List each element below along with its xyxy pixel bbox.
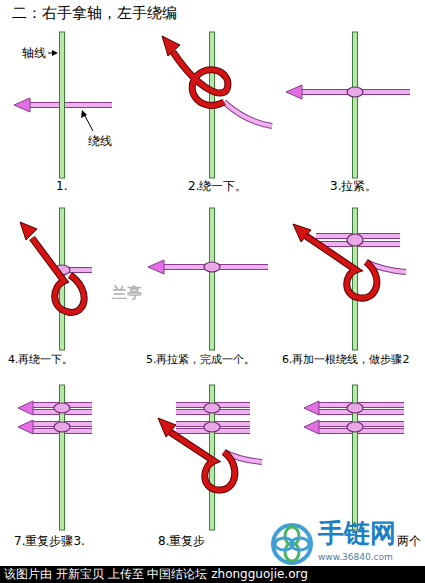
step-caption: 两个 <box>397 534 421 548</box>
panel-3 <box>286 32 410 178</box>
panel-3-stroke <box>286 85 302 99</box>
panel-1-stroke <box>60 32 65 178</box>
panel-9-stroke <box>304 401 319 415</box>
panel-2-stroke <box>224 102 272 126</box>
panel-7 <box>18 385 92 530</box>
panel-5-stroke <box>210 208 215 350</box>
panel-4-stroke <box>32 238 84 312</box>
diagram-title: 二：右手拿轴，左手绕编 <box>12 4 177 22</box>
panel-1-stroke <box>28 102 112 108</box>
panel-2-stroke <box>173 52 228 105</box>
panel-7-stroke <box>18 420 33 434</box>
step-caption: 3.拉紧。 <box>330 179 377 193</box>
step-caption: 8.重复步 <box>158 534 205 548</box>
panel-1-stroke <box>81 110 87 118</box>
panel-1-stroke <box>52 50 58 56</box>
panel-9-stroke <box>304 420 319 434</box>
watermark-logo-stroke <box>273 525 311 563</box>
panel-3-stroke <box>353 32 358 178</box>
panel-5-stroke <box>204 262 220 272</box>
panel-9-stroke <box>347 422 363 432</box>
panel-8-stroke <box>204 422 220 432</box>
panel-5-stroke <box>148 260 164 274</box>
step-caption: 2.绕一下。 <box>188 179 247 193</box>
panel-7-stroke <box>54 422 70 432</box>
panel-7-stroke <box>18 401 33 415</box>
panel-6-stroke <box>293 224 311 242</box>
panel-9-stroke <box>347 403 363 413</box>
panel-8-stroke <box>170 432 235 490</box>
watermark-logo-stroke <box>291 538 309 550</box>
part-name: 轴线 <box>22 46 46 60</box>
panel-4-stroke <box>20 222 37 240</box>
panel-1-stroke <box>14 98 30 112</box>
panel-5 <box>148 208 268 350</box>
panel-6-stroke <box>306 236 377 298</box>
step-caption: 7.重复步骤3. <box>14 534 85 548</box>
panel-2-stroke <box>224 102 272 126</box>
panel-8 <box>158 385 262 530</box>
watermark-logo <box>273 525 311 563</box>
watermark: 手链网 <box>318 518 396 549</box>
panel-1-stroke <box>84 114 93 131</box>
panel-8-stroke <box>170 432 235 490</box>
panel-2-stroke <box>162 36 180 56</box>
panel-7-stroke <box>54 403 70 413</box>
panel-2-stroke <box>173 52 228 105</box>
part-name: 绕线 <box>88 134 112 148</box>
panel-6-stroke <box>353 208 358 350</box>
panel-1-stroke <box>28 103 112 107</box>
panel-9 <box>304 385 404 530</box>
step-caption: 6.再加一根绕线，做步骤2 <box>282 353 410 366</box>
footer-note: 该图片由 开新宝贝 上传至 中国结论坛 zhongguojie.org <box>4 567 308 581</box>
panel-8-stroke <box>204 403 220 413</box>
step-caption: 4.再绕一下。 <box>8 353 74 366</box>
panel-4-stroke <box>32 238 84 312</box>
watermark: 兰亭 <box>112 284 142 302</box>
panel-6-stroke <box>306 236 377 298</box>
panel-3-stroke <box>347 87 363 97</box>
panel-6 <box>293 208 406 350</box>
panel-2 <box>162 32 272 178</box>
panel-1 <box>14 32 112 178</box>
panel-8-stroke <box>158 418 176 437</box>
panel-6-stroke <box>347 234 363 246</box>
step-caption: 1. <box>56 179 67 193</box>
watermark: www.36840.com <box>318 552 393 563</box>
step-caption: 5.再拉紧，完成一个。 <box>146 353 256 366</box>
panel-4 <box>20 208 92 350</box>
